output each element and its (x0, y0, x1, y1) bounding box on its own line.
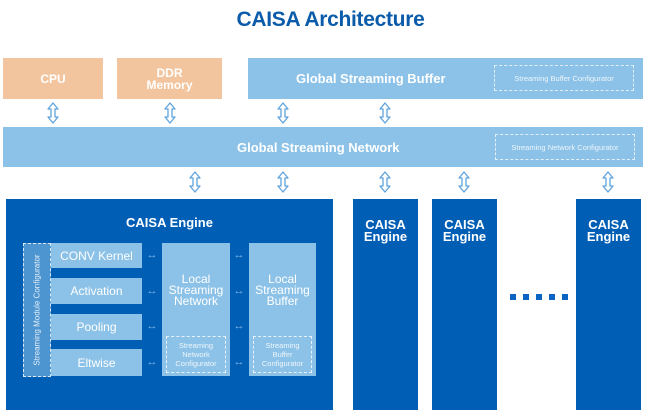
cfg-line: Configurator (175, 359, 217, 368)
local-buffer-configurator: Streaming Buffer Configurator (253, 336, 312, 373)
double-arrow-icon (189, 171, 201, 193)
label-line: Engine (586, 229, 631, 244)
engine-label: CAISA Engine (353, 217, 418, 244)
double-arrow-icon (379, 171, 391, 193)
ddr-label-line1: DDR (156, 65, 183, 80)
local-network-label: Local Streaming Network (162, 272, 230, 308)
module-pooling: Pooling (51, 314, 142, 340)
cfg-line: Streaming (178, 341, 214, 350)
bidirectional-arrow-icon: ↔ (233, 285, 245, 297)
double-arrow-icon (379, 102, 391, 124)
bidirectional-arrow-icon: ↔ (146, 320, 158, 332)
bidirectional-arrow-icon: ↔ (233, 249, 245, 261)
module-eltwise: Eltwise (51, 349, 142, 376)
label-line: Local (181, 272, 211, 286)
module-label: Eltwise (77, 355, 116, 370)
label-line: CAISA (588, 217, 629, 232)
module-label: Activation (70, 284, 123, 298)
label-line: Network (173, 294, 218, 308)
bidirectional-arrow-icon: ↔ (233, 320, 245, 332)
bidirectional-arrow-icon: ↔ (146, 356, 158, 368)
local-streaming-network: Local Streaming Network Streaming Networ… (162, 243, 230, 376)
bidirectional-arrow-icon: ↔ (233, 356, 245, 368)
cfg-line: Streaming (265, 341, 300, 350)
engine-label: CAISA Engine (432, 217, 497, 244)
module-conv-kernel: CONV Kernel (51, 243, 142, 268)
module-activation: Activation (51, 278, 142, 304)
local-streaming-buffer: Local Streaming Buffer Streaming Buffer … (249, 243, 316, 376)
ddr-memory-block: DDR Memory (117, 58, 222, 99)
cfg-line: Network (182, 350, 210, 359)
module-label: CONV Kernel (60, 248, 133, 263)
label-line: Engine (442, 229, 487, 244)
streaming-buffer-configurator: Streaming Buffer Configurator (494, 65, 634, 91)
double-arrow-icon (277, 171, 289, 193)
local-buffer-label: Local Streaming Buffer (249, 272, 316, 308)
ddr-label-line2: Memory (146, 77, 193, 92)
diagram-title: CAISA Architecture (236, 8, 425, 31)
double-arrow-icon (47, 102, 59, 124)
ellipsis-dot (536, 294, 542, 300)
caisa-engine-2: CAISA Engine (353, 199, 418, 410)
streaming-module-configurator: Streaming Module Configurator (23, 243, 51, 377)
label-line: Streaming (168, 283, 224, 297)
caisa-engine-main: CAISA Engine Streaming Module Configurat… (6, 199, 333, 410)
ellipsis-dot (510, 294, 516, 300)
double-arrow-icon (164, 102, 176, 124)
caisa-engine-3: CAISA Engine (432, 199, 497, 410)
ellipsis-dot (523, 294, 529, 300)
ellipsis-dot (549, 294, 555, 300)
ellipsis-dots (510, 294, 574, 300)
double-arrow-icon (458, 171, 470, 193)
bidirectional-arrow-icon: ↔ (146, 249, 158, 261)
label-line: Buffer (266, 294, 299, 308)
label-line: Local (268, 272, 297, 286)
global-streaming-network: Global Streaming Network Streaming Netwo… (3, 127, 643, 167)
local-network-configurator: Streaming Network Configurator (166, 336, 226, 373)
global-network-label: Global Streaming Network (237, 139, 400, 155)
label-line: CAISA (444, 217, 485, 232)
label-line: Streaming (255, 283, 310, 297)
cpu-block: CPU (3, 58, 103, 99)
engine-label: CAISA Engine (576, 217, 641, 244)
global-streaming-buffer: Global Streaming Buffer Streaming Buffer… (248, 58, 643, 99)
double-arrow-icon (277, 102, 289, 124)
cpu-label: CPU (40, 71, 66, 86)
streaming-network-configurator: Streaming Network Configurator (495, 134, 635, 160)
caisa-engine-n: CAISA Engine (576, 199, 641, 410)
double-arrow-icon (602, 171, 614, 193)
engine-title: CAISA Engine (126, 215, 213, 230)
cfg-line: Buffer (272, 350, 293, 359)
cfg-line: Configurator (261, 359, 304, 368)
global-buffer-label: Global Streaming Buffer (296, 71, 446, 86)
ellipsis-dot (562, 294, 568, 300)
module-configurator-label: Streaming Module Configurator (32, 254, 42, 366)
label-line: Engine (363, 229, 408, 244)
bidirectional-arrow-icon: ↔ (146, 285, 158, 297)
label-line: CAISA (365, 217, 406, 232)
module-label: Pooling (76, 320, 117, 334)
